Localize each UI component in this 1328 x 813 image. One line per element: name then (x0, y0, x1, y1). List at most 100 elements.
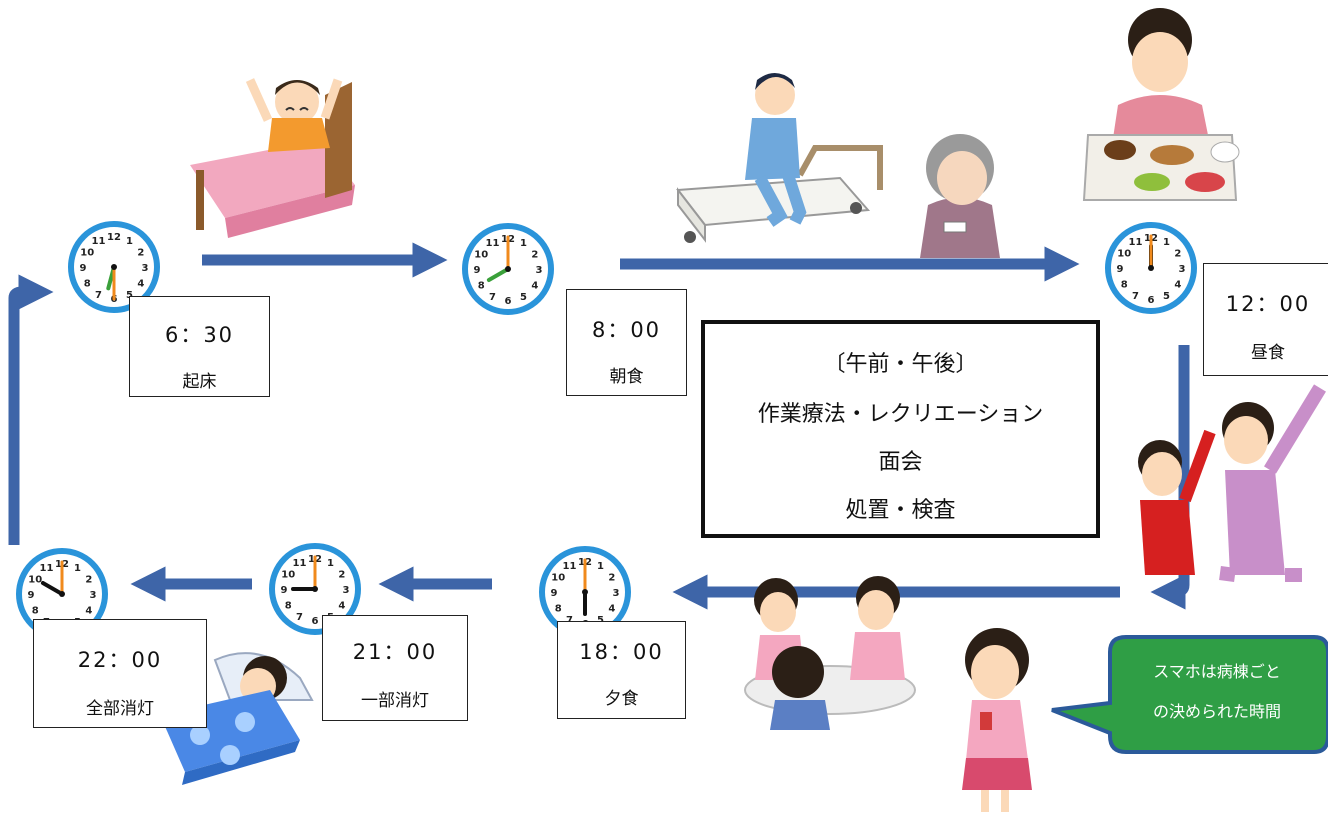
clock-numeral: 9 (281, 585, 288, 596)
daytime-activities-box: 〔午前・午後〕 作業療法・レクリエーション 面会 処置・検査 (701, 320, 1100, 538)
clock-numeral: 3 (142, 263, 149, 274)
clock-numeral: 2 (137, 248, 144, 259)
clock-numeral: 4 (85, 606, 92, 617)
arrow-2200-to-630 (8, 274, 54, 545)
time-text: 8：00 (591, 318, 662, 342)
clock-numeral: 4 (137, 279, 144, 290)
activity-label: 夕食 (604, 689, 639, 709)
smartphone-woman-illustration (962, 628, 1032, 812)
clock-numeral: 11 (563, 561, 577, 572)
clock-numeral: 8 (478, 281, 485, 292)
clock-center (1148, 265, 1154, 271)
clock-numeral: 8 (84, 279, 91, 290)
time-box-0800: 8：00 朝食 (566, 289, 687, 396)
time-text: 12：00 (1225, 292, 1311, 316)
clock-numeral: 7 (296, 612, 303, 623)
clock-numeral: 3 (1179, 264, 1186, 275)
clock-numeral: 10 (551, 573, 565, 584)
clock-numeral: 10 (28, 575, 42, 586)
clock-numeral: 11 (486, 238, 500, 249)
clock-numeral: 12 (107, 232, 121, 243)
activity-label: 朝食 (609, 367, 644, 387)
clock-numeral: 4 (338, 601, 345, 612)
clock-numeral: 11 (293, 558, 307, 569)
activities-heading: 〔午前・午後〕 (823, 352, 978, 377)
clock-numeral: 3 (90, 590, 97, 601)
clock-numeral: 5 (126, 290, 133, 301)
clock-center (312, 586, 318, 592)
activity-line: 面会 (878, 450, 923, 475)
clock-center (505, 266, 511, 272)
clock-numeral: 10 (281, 570, 295, 581)
activity-label: 昼食 (1251, 343, 1285, 363)
clock-numeral: 1 (74, 563, 81, 574)
clock-numeral: 7 (1132, 291, 1139, 302)
clock-numeral: 2 (1174, 249, 1181, 260)
time-box-0630: 6：30 起床 (129, 296, 270, 397)
clock-numeral: 11 (40, 563, 54, 574)
speech-bubble-text: スマホは病棟ごと の決められた時間 (1108, 652, 1326, 732)
clock-center (59, 591, 65, 597)
time-text: 21：00 (352, 640, 438, 664)
clock-numeral: 8 (32, 606, 39, 617)
clock-numeral: 6 (1148, 295, 1155, 306)
time-box-1200: 12：00 昼食 (1203, 263, 1328, 376)
wake-up-illustration (190, 78, 355, 238)
clock-numeral: 7 (489, 292, 496, 303)
clock-numeral: 1 (327, 558, 334, 569)
activity-line: 処置・検査 (845, 498, 956, 523)
clock-numeral: 9 (1117, 264, 1124, 275)
exercise-illustration (1138, 384, 1326, 582)
clock-numeral: 8 (1121, 280, 1128, 291)
activity-label: 一部消灯 (361, 691, 429, 711)
time-box-2200: 22：00 全部消灯 (33, 619, 207, 728)
time-box-2100: 21：00 一部消灯 (322, 615, 468, 721)
clock-numeral: 8 (285, 601, 292, 612)
clock-numeral: 9 (80, 263, 87, 274)
time-box-1800: 18：00 夕食 (557, 621, 686, 719)
arrow-1200-to-1800 (1150, 345, 1190, 610)
clock-numeral: 3 (613, 588, 620, 599)
clock-numeral: 5 (520, 292, 527, 303)
elderly-woman-illustration (920, 134, 1000, 258)
clock-numeral: 10 (1117, 249, 1131, 260)
clock-hour-hand (486, 267, 510, 282)
clock-numeral: 5 (1163, 291, 1170, 302)
clock-numeral: 2 (85, 575, 92, 586)
activity-label: 全部消灯 (86, 699, 154, 719)
clock-numeral: 6 (312, 616, 319, 627)
time-text: 18：00 (579, 640, 664, 664)
clock-numeral: 1 (520, 238, 527, 249)
clock-numeral: 9 (551, 588, 558, 599)
clock-numeral: 1 (597, 561, 604, 572)
clock-numeral: 2 (338, 570, 345, 581)
clock-numeral: 11 (92, 236, 106, 247)
clock-numeral: 9 (28, 590, 35, 601)
clock-numeral: 7 (95, 290, 102, 301)
hospital-bed-illustration (676, 73, 883, 243)
activity-label: 起床 (182, 372, 217, 392)
clock-numeral: 10 (474, 250, 488, 261)
clock-numeral: 3 (343, 585, 350, 596)
clock-numeral: 1 (126, 236, 133, 247)
clock-numeral: 6 (505, 296, 512, 307)
speech-bubble (1051, 635, 1328, 754)
clock-numeral: 2 (608, 573, 615, 584)
bubble-line: スマホは病棟ごと (1153, 662, 1281, 681)
clock-numeral: 4 (608, 604, 615, 615)
clock-hour-hand (40, 581, 64, 596)
clock-numeral: 2 (531, 250, 538, 261)
clock-numeral: 9 (474, 265, 481, 276)
lunch-illustration (1082, 8, 1240, 201)
bubble-line: の決められた時間 (1152, 702, 1281, 721)
clock-numeral: 5 (597, 615, 604, 626)
dinner-illustration (744, 576, 916, 730)
clock-center (111, 264, 117, 270)
clock-numeral: 10 (80, 248, 94, 259)
time-text: 22：00 (77, 648, 163, 672)
